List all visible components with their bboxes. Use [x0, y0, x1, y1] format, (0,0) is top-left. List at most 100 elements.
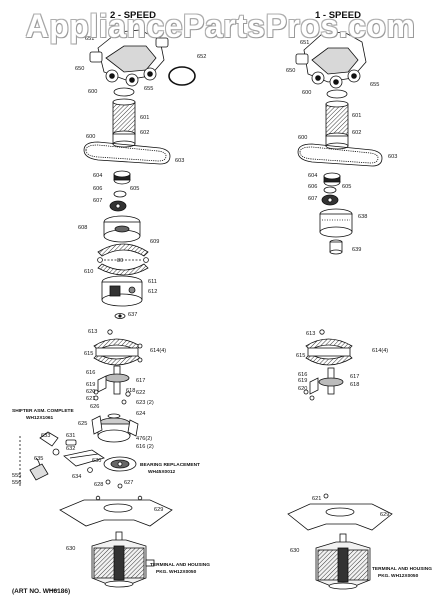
part-label: 555	[12, 473, 21, 479]
right-drum-upper	[325, 89, 349, 150]
bearing-note-part: WH45X0012	[148, 469, 176, 475]
left-gearcase-cover	[89, 29, 169, 87]
right-spacer-639	[329, 239, 343, 255]
left-pulley-stack	[109, 170, 131, 212]
part-label: 611	[148, 279, 157, 285]
part-label: 616 (2)	[136, 444, 154, 450]
part-label: 615	[84, 351, 93, 357]
part-label: 632	[66, 446, 75, 452]
part-label: 605	[130, 186, 139, 192]
part-label: 624	[136, 411, 145, 417]
right-pulley-stack	[321, 172, 341, 206]
diagram-notes: SHIFTER ASM. COMPLETE WH12X1061 BEARING …	[12, 408, 432, 595]
part-label: 600	[86, 134, 95, 140]
terminal-note-left-1: TERMINAL AND HOUSING	[150, 562, 210, 568]
part-label: 613	[88, 329, 97, 335]
part-label: 601	[140, 115, 149, 121]
part-label: 655	[370, 82, 379, 88]
part-label: 606	[308, 184, 317, 190]
part-label: 600	[302, 90, 311, 96]
part-label: 652	[197, 54, 206, 60]
part-label: 620	[86, 389, 95, 395]
part-label: 608	[78, 225, 87, 231]
right-motor	[315, 533, 371, 590]
left-part-labels: 651 650 652 600 655 601 600 602 603 604 …	[12, 36, 206, 552]
right-shaft-assembly	[303, 367, 344, 401]
terminal-note-right-2: PKG. WH12X0050	[378, 573, 419, 579]
part-label: 602	[140, 130, 149, 136]
part-label: 600	[298, 135, 307, 141]
right-drive-drum	[319, 208, 353, 238]
part-label: 617	[136, 378, 145, 384]
left-mounting-plate	[59, 483, 173, 527]
part-label: 633	[41, 433, 50, 439]
part-label: 639	[352, 247, 361, 253]
right-mounting-plate	[287, 493, 393, 531]
part-label: 613	[306, 331, 315, 337]
part-label: 615	[296, 353, 305, 359]
left-brake-shoes	[97, 243, 149, 276]
part-label: 629	[380, 512, 389, 518]
left-brake-assembly	[93, 329, 143, 366]
part-label: 610	[84, 269, 93, 275]
right-column-header: 1 - SPEED	[315, 10, 361, 21]
left-column-header: 2 - SPEED	[110, 10, 156, 21]
part-label: 655	[144, 86, 153, 92]
part-label: 556	[12, 480, 21, 486]
part-label: 623 (2)	[136, 400, 154, 406]
bearing-note-title: BEARING REPLACEMENT	[140, 462, 200, 468]
part-label: 622	[136, 390, 145, 396]
part-label: 619	[298, 378, 307, 384]
part-label: 601	[352, 113, 361, 119]
part-label: 626	[90, 404, 99, 410]
left-washer-637	[114, 313, 126, 319]
part-label: 607	[308, 196, 317, 202]
part-label: 604	[308, 173, 317, 179]
part-label: 635	[34, 456, 43, 462]
left-clutch-drum	[103, 215, 141, 243]
left-gear-assembly	[91, 413, 139, 443]
left-shifter-assembly	[19, 431, 77, 486]
part-label: 620	[298, 386, 307, 392]
part-label: 612	[148, 289, 157, 295]
part-label: 629	[154, 507, 163, 513]
left-shift-plate	[63, 449, 105, 473]
part-label: 603	[175, 158, 184, 164]
left-bearing-gear	[103, 456, 137, 485]
part-label: 614(4)	[372, 348, 388, 354]
part-label: 628	[94, 482, 103, 488]
part-label: 618	[350, 382, 359, 388]
part-label: 618	[126, 388, 135, 394]
part-label: 621	[86, 396, 95, 402]
part-label: 625	[78, 421, 87, 427]
part-label: 604	[93, 173, 102, 179]
terminal-note-left-2: PKG. WH12X0050	[156, 569, 197, 575]
part-label: 614(4)	[150, 348, 166, 354]
part-label: 651	[300, 40, 309, 46]
part-label: 650	[75, 66, 84, 72]
right-part-labels: 651 650 655 600 601 600 602 603 604 606 …	[286, 40, 397, 554]
art-number: (ART NO. WH6186)	[12, 588, 70, 595]
left-shaft-assembly	[93, 365, 131, 405]
part-label: 616	[298, 372, 307, 378]
shifter-note-part: WH12X1061	[26, 415, 54, 421]
part-label: 476(2)	[136, 436, 152, 442]
part-label: 630	[66, 546, 75, 552]
terminal-note-right-1: TERMINAL AND HOUSING	[372, 566, 432, 572]
part-label: 602	[352, 130, 361, 136]
left-brake-housing	[101, 275, 143, 307]
part-label: 638	[358, 214, 367, 220]
right-belt	[297, 143, 383, 167]
left-seal-ring	[168, 66, 196, 86]
part-label: 609	[150, 239, 159, 245]
part-label: 630	[92, 458, 101, 464]
part-label: 650	[286, 68, 295, 74]
part-label: 616	[86, 370, 95, 376]
part-label: 651	[85, 36, 94, 42]
right-brake-assembly	[305, 329, 353, 366]
part-label: 621	[312, 496, 321, 502]
left-belt	[83, 141, 171, 165]
part-label: 637	[128, 312, 137, 318]
left-drum-upper	[112, 87, 136, 148]
